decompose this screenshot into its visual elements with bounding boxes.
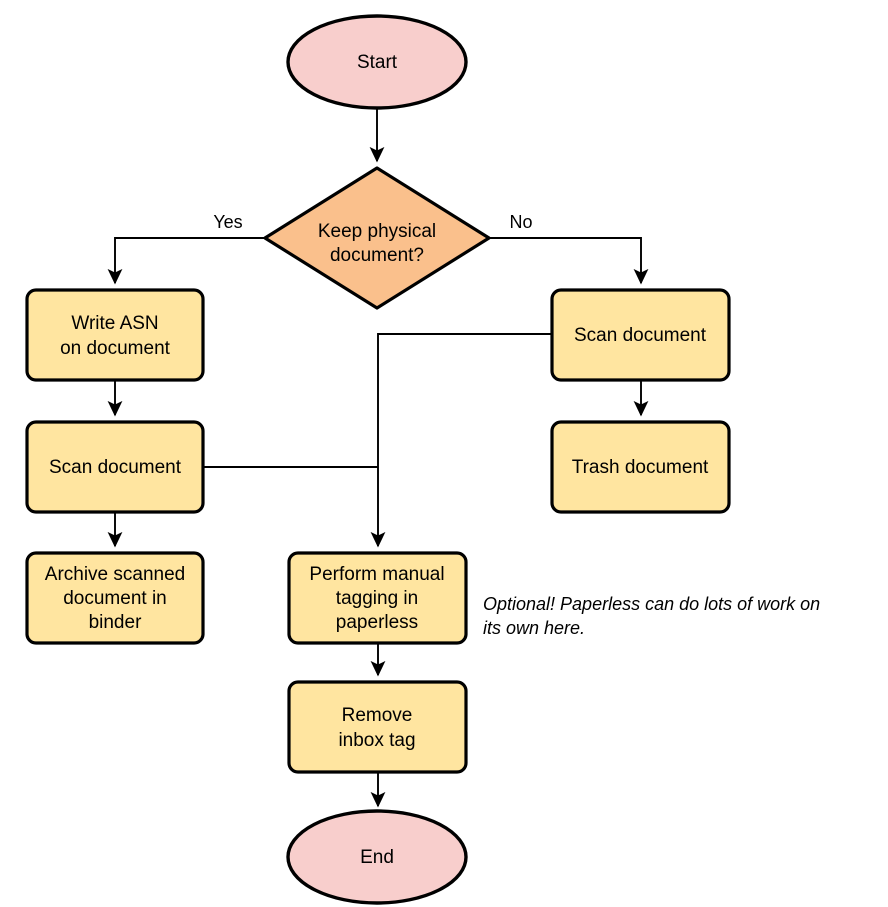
decision-diamond: [263, 166, 491, 310]
node-scan-document-left[interactable]: Scan document: [25, 420, 205, 514]
perform-manual-tagging-label-line-3: paperless: [336, 612, 418, 633]
optional-note-line-1: Optional! Paperless can do lots of work …: [483, 594, 820, 614]
write-asn-label-line-2: on document: [60, 338, 171, 359]
perform-manual-tagging-box: [287, 551, 468, 645]
decision-label-line-1: Keep physical: [318, 221, 436, 242]
edge-label-yes: Yes: [213, 212, 242, 232]
scan-document-left-label: Scan document: [49, 457, 182, 478]
start-label: Start: [357, 52, 398, 73]
node-trash-document[interactable]: Trash document: [550, 420, 731, 514]
edge-decision-no-to-scan-document-right: [489, 237, 649, 285]
node-scan-document-right[interactable]: Scan document: [550, 288, 731, 382]
perform-manual-tagging-label-line-1: Perform manual: [309, 564, 444, 585]
node-write-asn[interactable]: Write ASN on document: [25, 288, 205, 382]
node-remove-inbox-tag[interactable]: Remove inbox tag: [287, 680, 468, 774]
scan-document-right-box: [550, 288, 731, 382]
edge-layer: [107, 108, 649, 808]
scan-document-right-label: Scan document: [574, 325, 707, 346]
trash-document-label: Trash document: [572, 457, 709, 478]
optional-note-line-2: its own here.: [483, 618, 585, 638]
decision-label-line-2: document?: [330, 245, 424, 266]
edge-label-no: No: [509, 212, 532, 232]
node-end[interactable]: End: [286, 809, 468, 905]
node-decision-keep-physical[interactable]: Keep physical document?: [263, 166, 491, 310]
edge-decision-yes-to-write-asn: [107, 237, 265, 285]
scan-document-left-box: [25, 420, 205, 514]
annotation-optional-note: Optional! Paperless can do lots of work …: [483, 594, 820, 638]
archive-scanned-label-line-1: Archive scanned: [45, 564, 185, 585]
archive-scanned-label-line-3: binder: [89, 612, 142, 633]
archive-scanned-label-line-2: document in: [63, 588, 167, 609]
write-asn-label-line-1: Write ASN: [71, 313, 158, 334]
trash-document-box: [550, 420, 731, 514]
end-label: End: [360, 847, 394, 868]
perform-manual-tagging-label-line-2: tagging in: [336, 588, 418, 609]
node-start[interactable]: Start: [286, 14, 468, 110]
edge-scan-document-right-to-perform-manual-tagging: [370, 333, 552, 548]
end-ellipse: [286, 809, 468, 905]
archive-scanned-box: [25, 551, 205, 645]
remove-inbox-tag-label-line-2: inbox tag: [338, 730, 415, 751]
start-ellipse: [286, 14, 468, 110]
remove-inbox-tag-box: [287, 680, 468, 774]
remove-inbox-tag-label-line-1: Remove: [342, 705, 413, 726]
node-perform-manual-tagging[interactable]: Perform manual tagging in paperless: [287, 551, 468, 645]
node-archive-scanned[interactable]: Archive scanned document in binder: [25, 551, 205, 645]
write-asn-box: [25, 288, 205, 382]
